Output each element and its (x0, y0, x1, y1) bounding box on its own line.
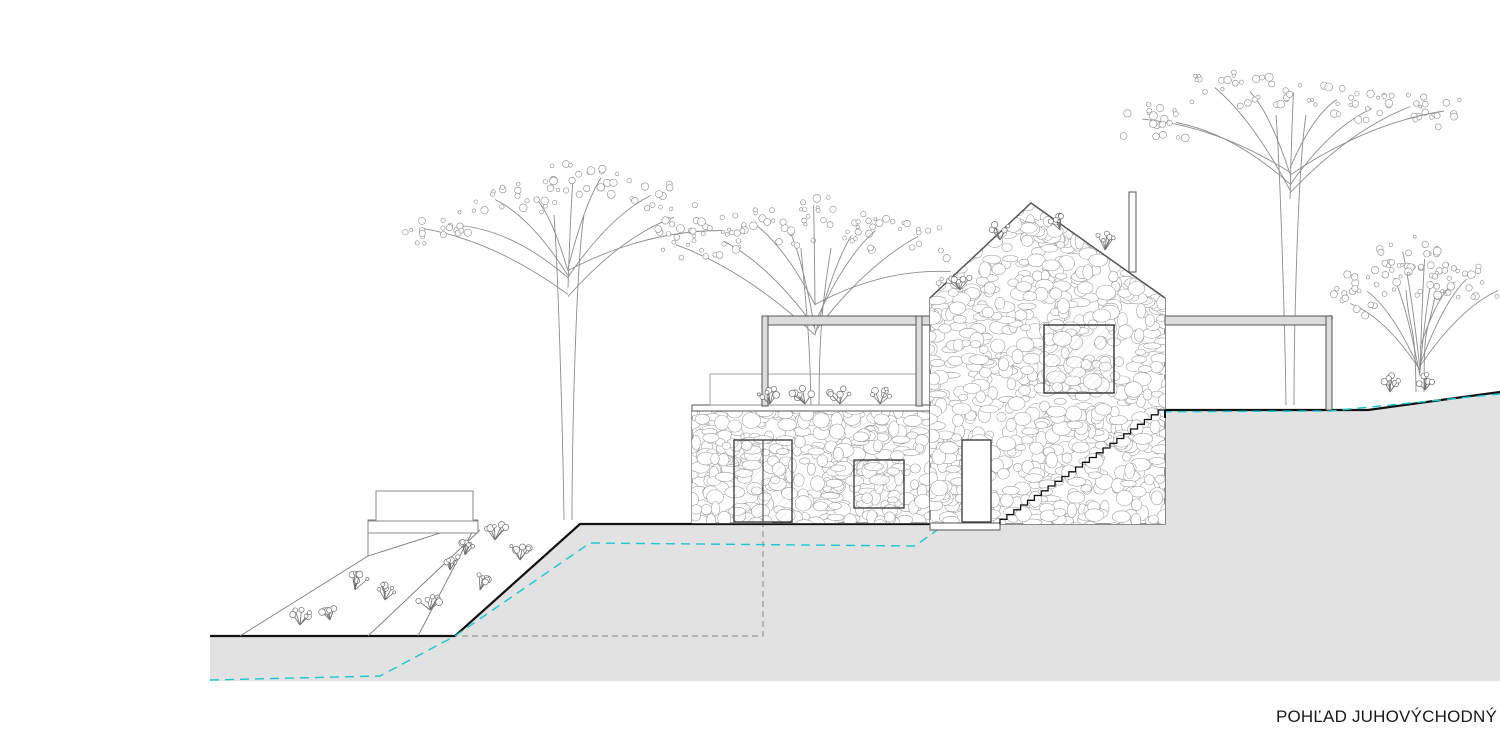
gable-door (961, 439, 992, 523)
window (853, 459, 905, 509)
ground-section (210, 392, 1500, 681)
right-pergola (1164, 315, 1333, 418)
stairs (999, 409, 1165, 524)
bench (375, 490, 474, 524)
chimney (1128, 191, 1137, 273)
shrub-icon (289, 212, 1435, 626)
basement-outline (462, 524, 764, 637)
drawing-caption: POHĽAD JUHOVÝCHODNÝ (1275, 707, 1497, 726)
garden-terraces (239, 490, 481, 637)
tree-icon (402, 69, 1500, 521)
low-building (691, 315, 931, 524)
original-terrain-line (209, 393, 1500, 681)
gable-house (929, 191, 1166, 531)
gable-window (1043, 324, 1115, 394)
